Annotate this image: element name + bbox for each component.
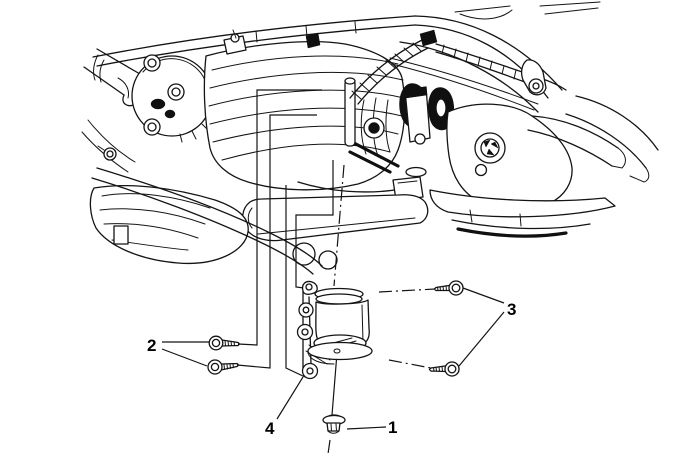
callout-2: 2 bbox=[147, 336, 156, 355]
callout-4: 4 bbox=[265, 419, 275, 438]
centerline-mount-axis bbox=[333, 164, 345, 287]
undercarriage-drawing bbox=[81, 1, 659, 275]
transmission-mount bbox=[296, 280, 373, 380]
bolt-3-lower bbox=[428, 361, 460, 377]
callout-lines bbox=[161, 89, 505, 455]
callout-3: 3 bbox=[507, 300, 516, 319]
bolt-2-lower bbox=[207, 359, 240, 375]
mount-nut bbox=[322, 414, 346, 434]
callout-labels: 1 2 3 4 bbox=[147, 300, 516, 438]
leader-4 bbox=[276, 376, 304, 420]
callout-1: 1 bbox=[388, 418, 397, 437]
mount-bracket-bolts bbox=[207, 335, 241, 375]
leader-3 bbox=[458, 287, 505, 367]
bolt-2-upper bbox=[208, 335, 241, 351]
leader-2 bbox=[161, 341, 209, 367]
mount-to-transmission-bolts bbox=[428, 280, 464, 377]
stud-line bbox=[331, 352, 338, 416]
centerline-bolt3-upper bbox=[378, 288, 436, 293]
bolt-3-upper bbox=[433, 280, 464, 296]
centerline-bolt3-lower bbox=[388, 359, 432, 369]
centerline-nut bbox=[327, 439, 331, 455]
flange-bolt bbox=[143, 54, 185, 136]
leader-1 bbox=[346, 426, 387, 430]
